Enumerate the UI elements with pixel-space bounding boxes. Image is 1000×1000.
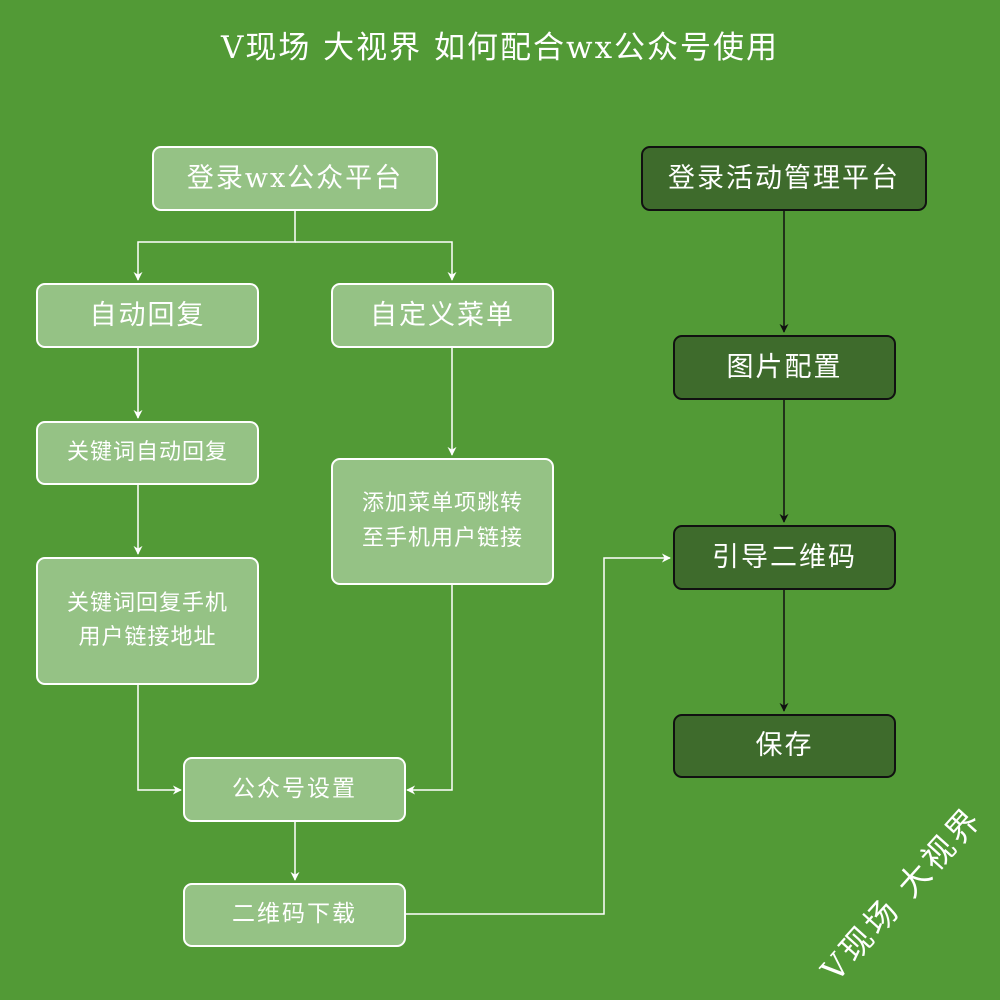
- node-account-settings: 公众号设置: [183, 757, 406, 822]
- node-qr-download: 二维码下载: [183, 883, 406, 947]
- edge-login-wx-to-auto-reply: [133, 211, 296, 281]
- node-keyword-reply-link: 关键词回复手机 用户链接地址: [36, 557, 259, 685]
- edge-keyword-link-to-account-settings: [137, 685, 182, 795]
- page-title: V现场 大视界 如何配合wx公众号使用: [220, 30, 780, 66]
- node-add-menu-item-line-2: 至手机用户链接: [361, 525, 523, 551]
- node-keyword-reply-link-line-1: 关键词回复手机: [66, 590, 228, 616]
- node-image-config: 图片配置: [673, 335, 896, 400]
- node-login-wx: 登录wx公众平台: [152, 146, 438, 211]
- node-auto-reply: 自动回复: [36, 283, 259, 348]
- node-guide-qr: 引导二维码: [673, 525, 896, 590]
- node-add-menu-item: 添加菜单项跳转 至手机用户链接: [331, 458, 554, 585]
- node-save: 保存: [673, 714, 896, 778]
- node-login-activity: 登录活动管理平台: [641, 146, 927, 211]
- node-custom-menu: 自定义菜单: [331, 283, 554, 348]
- node-add-menu-item-line-1: 添加菜单项跳转: [361, 491, 523, 517]
- node-keyword-reply: 关键词自动回复: [36, 421, 259, 485]
- edge-add-menu-item-to-account-settings: [406, 585, 453, 795]
- edge-qr-download-to-guide-qr: [406, 553, 671, 915]
- node-keyword-reply-link-line-2: 用户链接地址: [78, 625, 217, 650]
- edge-login-wx-to-custom-menu: [295, 241, 457, 281]
